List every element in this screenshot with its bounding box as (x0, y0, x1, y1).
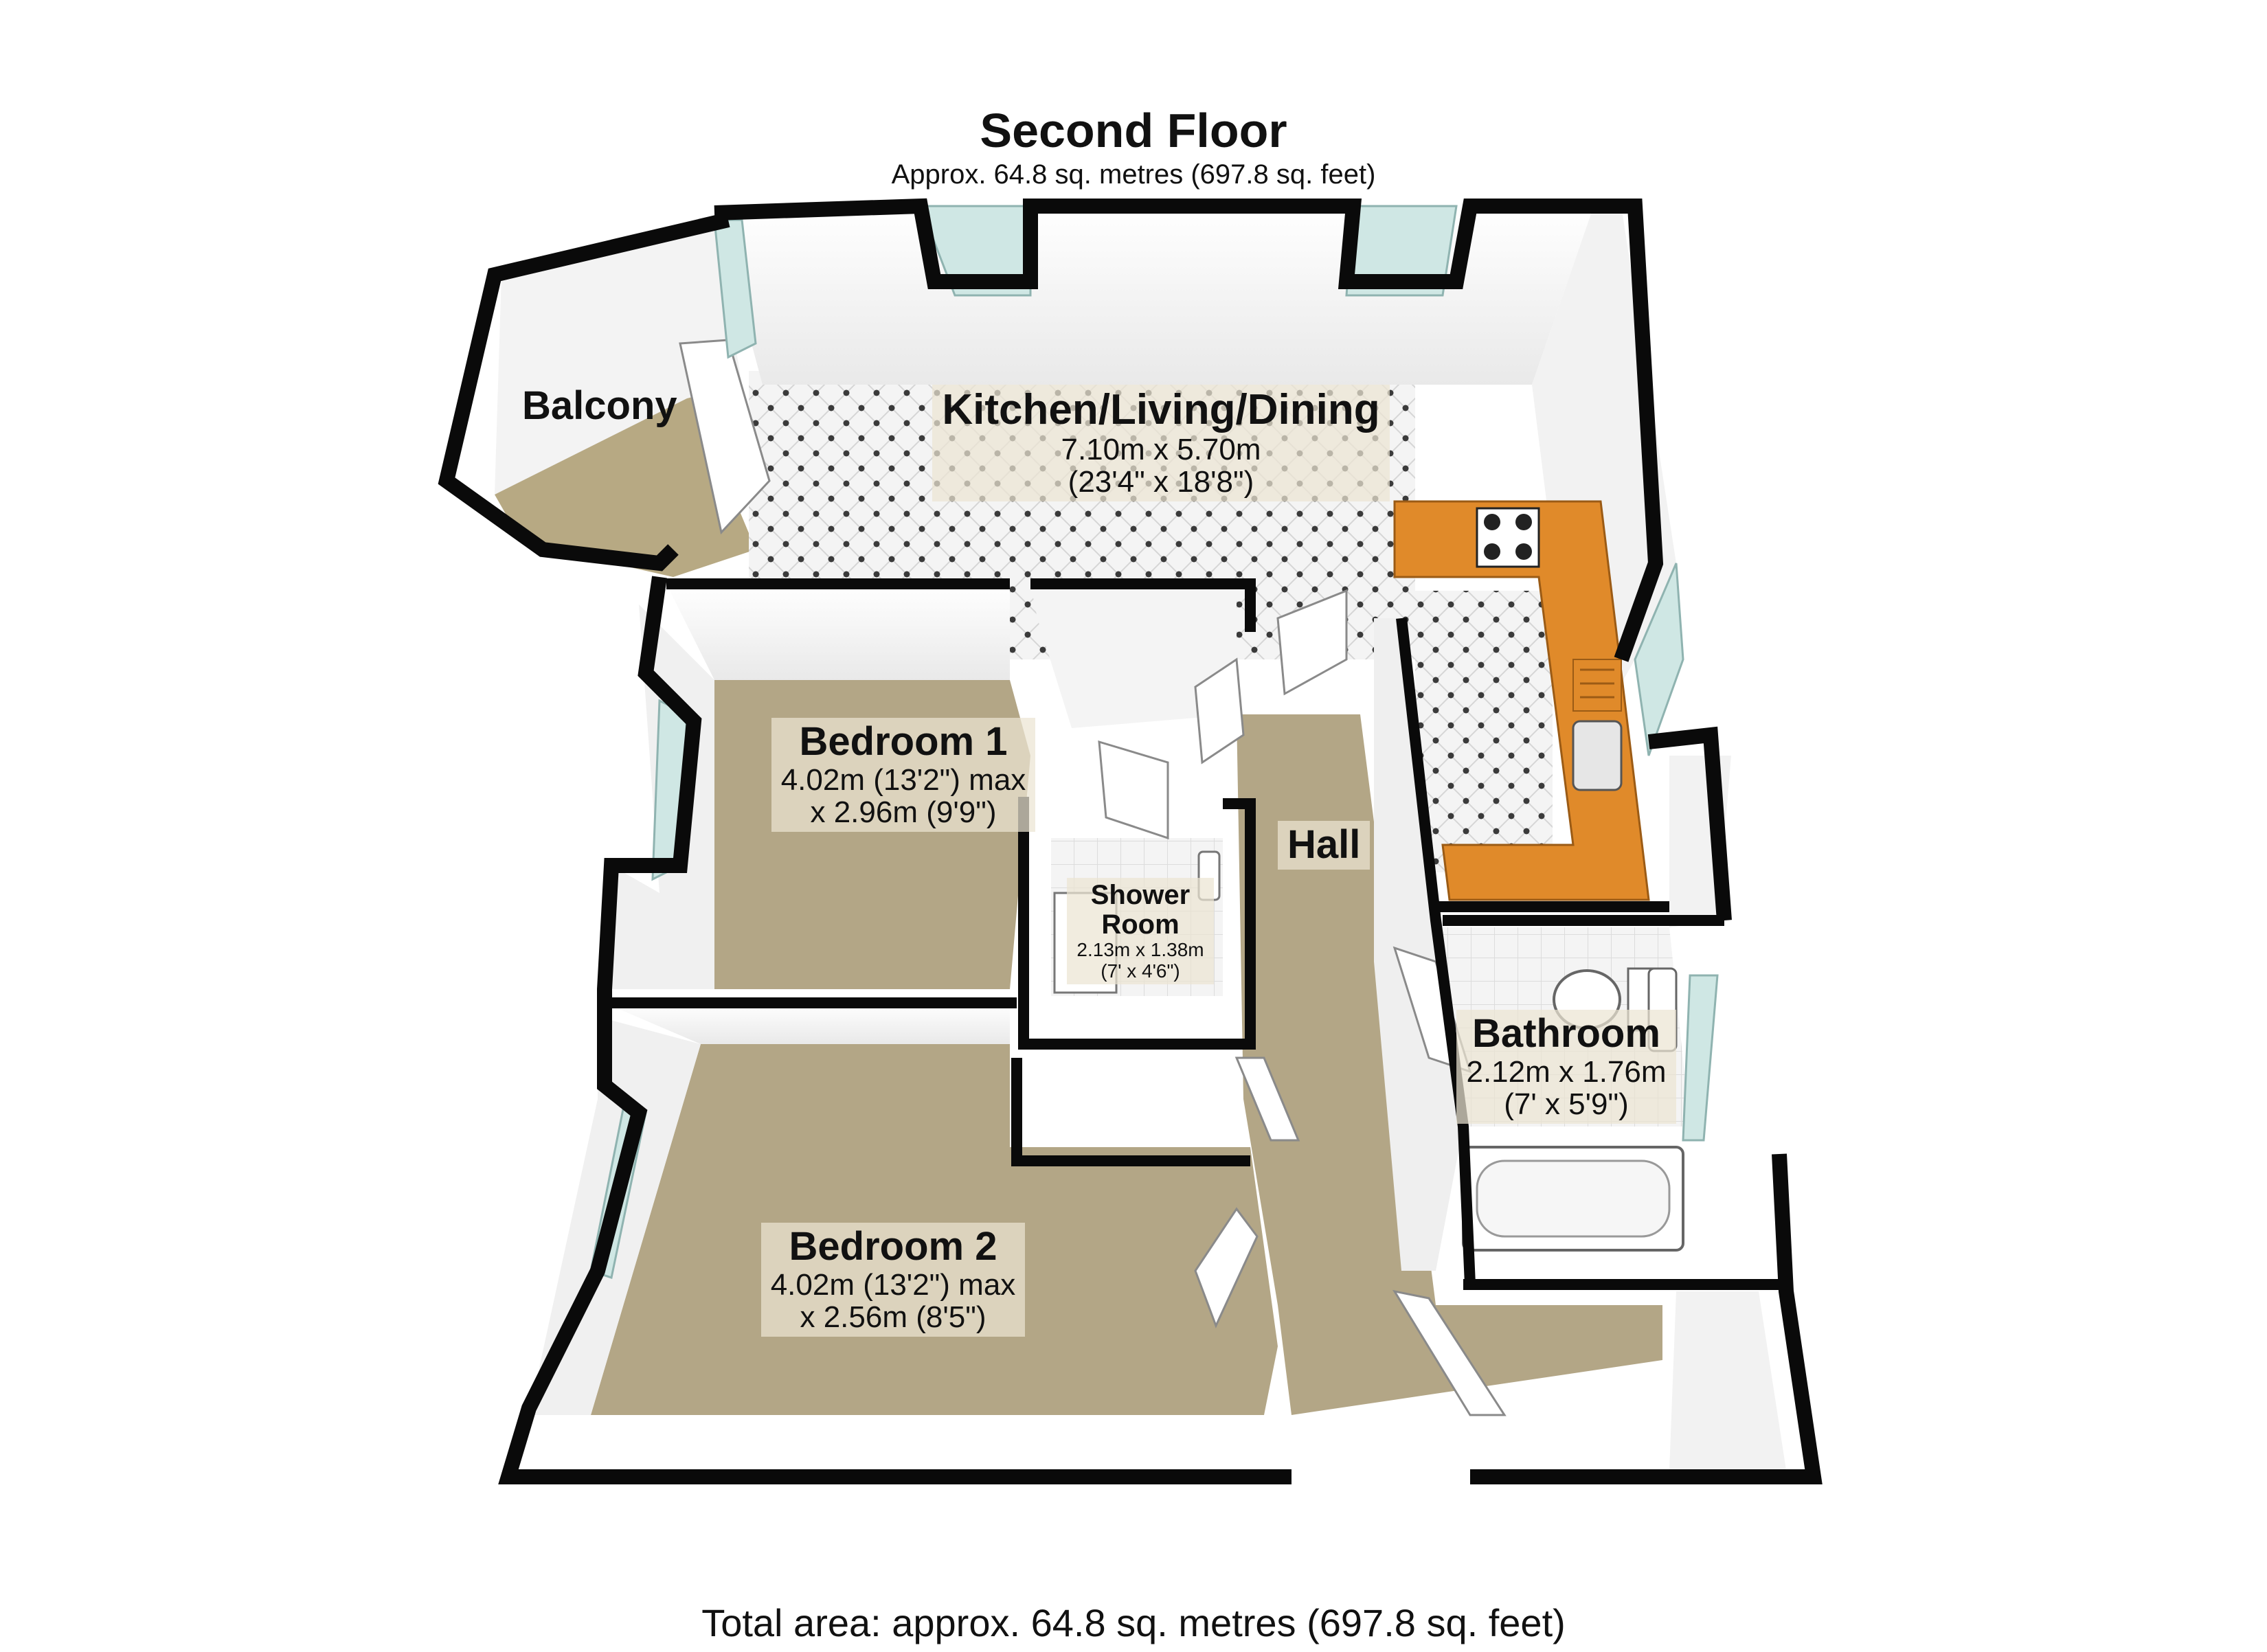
wall-shower (1018, 797, 1256, 1050)
wall-east-bath (1470, 1153, 1823, 1484)
shower-name-line2: Room (1101, 909, 1180, 940)
kitchen-worktop (1393, 500, 1650, 901)
label-bathroom: Bathroom 2.12m x 1.76m (7' x 5'9") (1443, 1010, 1690, 1124)
label-shower-room: Shower Room 2.13m x 1.38m (7' x 4'6") (1044, 878, 1237, 984)
bathroom-name: Bathroom (1472, 1011, 1660, 1056)
label-bedroom1: Bedroom 1 4.02m (13'2") max x 2.96m (9'9… (756, 718, 1051, 832)
balcony-floor (495, 385, 756, 577)
window-bathroom (1682, 974, 1719, 1142)
bedroom1-north-wall-face (666, 584, 1010, 680)
kitchen-work-floor (1415, 591, 1553, 872)
kitchen-dim-imperial: (23'4" x 18'8") (1068, 465, 1254, 499)
kitchen-sink (1572, 720, 1623, 791)
bedroom1-dim-imperial: x 2.96m (9'9") (810, 795, 997, 830)
hall-south-east-wall-face (1669, 1291, 1786, 1470)
entrance-door (1392, 1289, 1507, 1416)
shower-name-line1: Shower (1090, 880, 1191, 910)
bedroom2-name: Bedroom 2 (789, 1224, 997, 1269)
total-area: Total area: approx. 64.8 sq. metres (697… (701, 1601, 1566, 1644)
bedroom2-door (1194, 1207, 1259, 1328)
bathroom-dim-metric: 2.12m x 1.76m (1466, 1054, 1667, 1089)
label-kitchen: Kitchen/Living/Dining 7.10m x 5.70m (23'… (914, 385, 1408, 501)
wall-cupboard2 (1011, 1058, 1250, 1166)
page-title: Second Floor (980, 104, 1287, 157)
cupboard2-door (1234, 1056, 1300, 1142)
window-kitchen-east (1634, 563, 1684, 756)
external-walls (438, 198, 1823, 1484)
bedroom1-name: Bedroom 1 (799, 719, 1008, 764)
page-subtitle: Approx. 64.8 sq. metres (697.8 sq. feet) (891, 159, 1376, 190)
bedroom1-dim-metric: 4.02m (13'2") max (780, 762, 1026, 797)
shower-dim-imperial: (7' x 4'6") (1101, 960, 1180, 982)
kitchen-name: Kitchen/Living/Dining (942, 386, 1380, 433)
kitchen-dim-metric: 7.10m x 5.70m (1061, 432, 1261, 466)
window-kitchen-1 (918, 205, 1032, 297)
kitchen-glazed-door (1276, 589, 1348, 696)
wall-balcony (438, 212, 730, 572)
bedroom2-dim-imperial: x 2.56m (8'5") (800, 1300, 986, 1335)
wall-east-kitchen (1647, 726, 1732, 921)
hall-carpet (1237, 714, 1662, 1415)
wall-north (714, 198, 1664, 662)
wall-west (498, 576, 1292, 1484)
hall-east-wall-face (1374, 618, 1463, 1271)
wall-hall-east (1396, 618, 1476, 1285)
bedroom1-door (1098, 740, 1169, 840)
label-bedroom2: Bedroom 2 4.02m (13'2") max x 2.56m (8'5… (735, 1223, 1051, 1337)
balcony-wall-face (495, 220, 742, 495)
label-balcony: Balcony (522, 383, 677, 428)
balcony-door (679, 339, 771, 535)
bedroom2-dim-metric: 4.02m (13'2") max (770, 1267, 1016, 1302)
cupboard-door (1194, 657, 1245, 765)
bedroom2-north-wall-face (605, 1003, 1010, 1044)
cupboard-top-face (1030, 584, 1237, 728)
balcony-name: Balcony (522, 383, 677, 428)
shower-dim-metric: 2.13m x 1.38m (1076, 939, 1204, 961)
interior-walls (605, 578, 1779, 1290)
label-hall: Hall (1278, 821, 1371, 870)
hall-name: Hall (1278, 821, 1371, 870)
bathroom-dim-imperial: (7' x 5'9") (1504, 1087, 1629, 1122)
wall-cupboard (1030, 578, 1256, 632)
